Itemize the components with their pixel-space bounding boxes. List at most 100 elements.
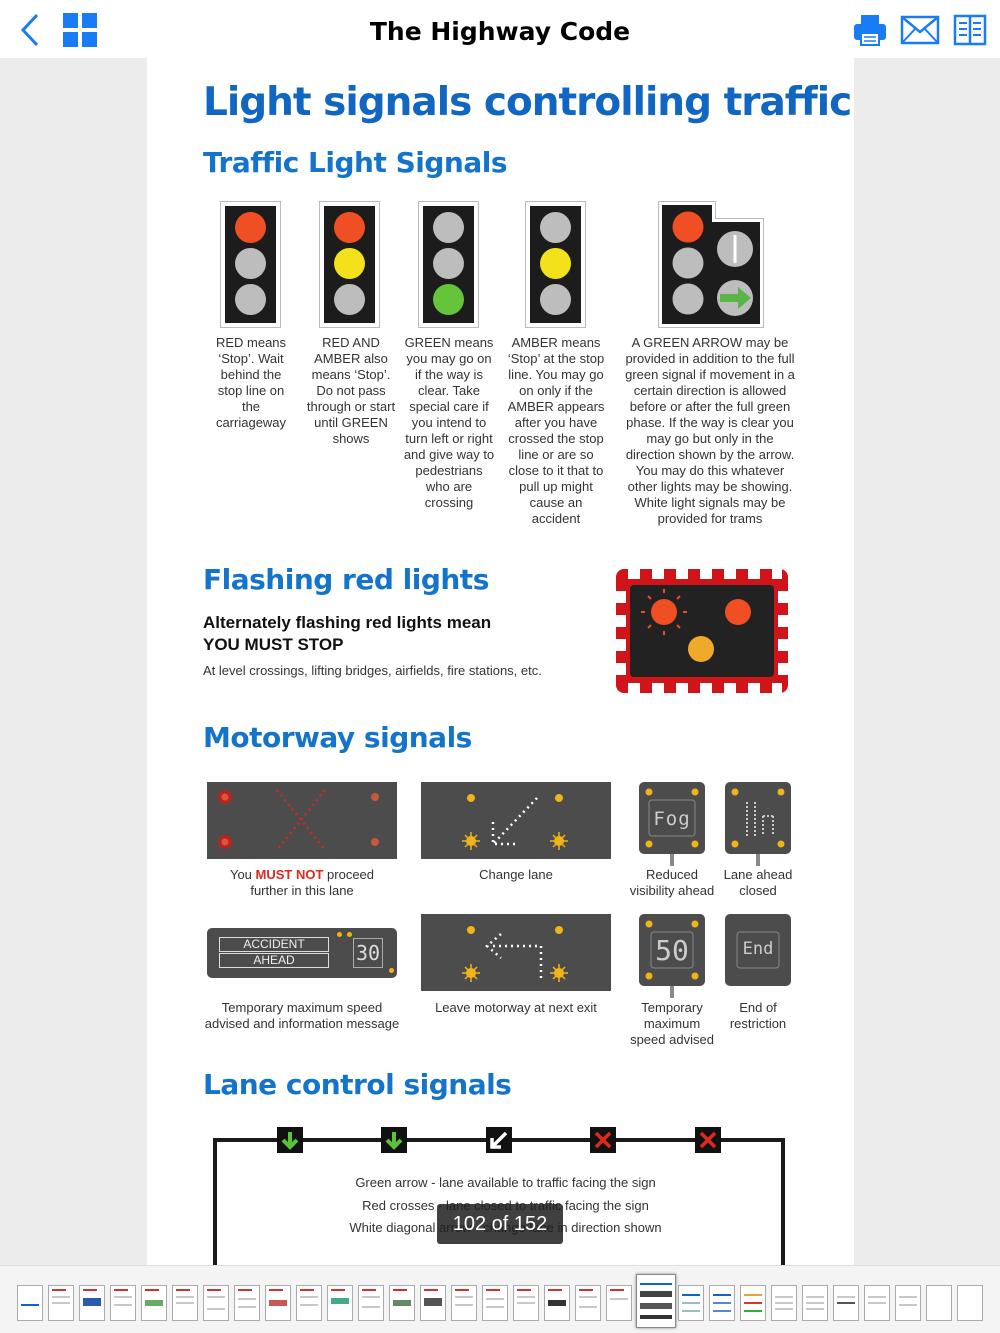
flashing-red-lamp-2: [725, 599, 751, 625]
thumbnail[interactable]: [740, 1285, 766, 1321]
thumbnail[interactable]: [606, 1285, 632, 1321]
thumbnail[interactable]: [957, 1285, 983, 1321]
thumbnail-strip[interactable]: [0, 1265, 1000, 1333]
red-lamp-off: [540, 212, 571, 243]
thumbnail[interactable]: [234, 1285, 260, 1321]
flashing-note: At level crossings, lifting bridges, air…: [203, 663, 542, 678]
green-lamp-off: [334, 284, 365, 315]
thumbnail[interactable]: [451, 1285, 477, 1321]
thumbnail[interactable]: [833, 1285, 859, 1321]
change-lane-caption: Change lane: [479, 867, 553, 882]
thumbnail[interactable]: [709, 1285, 735, 1321]
traffic-light-green-arrow: [658, 201, 764, 328]
caption-green-arrow: A GREEN ARROW may be provided in additio…: [625, 335, 795, 526]
lane-closed-caption: Lane ahead closed: [713, 867, 803, 899]
thumbnail[interactable]: [389, 1285, 415, 1321]
reduced-visibility-line-2: visibility ahead: [629, 883, 715, 898]
red-lamp: [672, 211, 704, 243]
temp-speed-line-1: Temporary: [641, 1000, 703, 1015]
thumbnail[interactable]: [296, 1285, 322, 1321]
thumbnail[interactable]: [771, 1285, 797, 1321]
page-heading: Light signals controlling traffic: [203, 80, 852, 125]
accident-ahead-sign: ACCIDENT AHEAD 30: [207, 928, 397, 978]
motorway-heading: Motorway signals: [203, 721, 472, 754]
traffic-light-red: [220, 201, 281, 328]
flashing-heading: Flashing red lights: [203, 563, 489, 596]
thumbnail-current[interactable]: [636, 1274, 676, 1328]
lane-closed-line-1: Lane ahead: [723, 867, 793, 882]
leave-motorway-sign: [421, 914, 611, 991]
thumbnail[interactable]: [327, 1285, 353, 1321]
flashing-line-2: YOU MUST STOP: [203, 635, 344, 654]
lane-closed-sign: [725, 782, 791, 866]
caption-amber: AMBER means ‘Stop’ at the stop line. You…: [507, 335, 605, 526]
caption-red: RED means ‘Stop’. Wait behind the stop l…: [215, 335, 287, 430]
thumbnail[interactable]: [79, 1285, 105, 1321]
amber-lamp: [540, 248, 571, 279]
green-lamp-off: [540, 284, 571, 315]
speed-30-display: 30: [353, 938, 383, 968]
reading-mode-button[interactable]: [950, 10, 990, 50]
thumbnail[interactable]: [864, 1285, 890, 1321]
thumbnail[interactable]: [926, 1285, 952, 1321]
envelope-icon: [900, 15, 940, 45]
thumbnail[interactable]: [895, 1285, 921, 1321]
green-lamp-off: [672, 283, 704, 315]
thumbnail[interactable]: [420, 1285, 446, 1321]
change-lane-sign: [421, 782, 611, 859]
red-cross-icon-2: [695, 1127, 721, 1153]
grid-icon: [63, 13, 97, 47]
white-diagonal-arrow-icon: [486, 1127, 512, 1153]
thumbnail[interactable]: [110, 1285, 136, 1321]
speed-50-sign: [639, 914, 705, 998]
caption-red-amber: RED AND AMBER also means ‘Stop’. Do not …: [306, 335, 396, 446]
thumbnail[interactable]: [203, 1285, 229, 1321]
thumbnail[interactable]: [172, 1285, 198, 1321]
traffic-light-green: [418, 201, 479, 328]
speed-50-display: 50: [655, 934, 689, 967]
amber-lamp: [334, 248, 365, 279]
temp-speed-line-2: maximum: [643, 1016, 701, 1031]
flashing-line-1: Alternately flashing red lights mean: [203, 613, 492, 632]
lane-control-line-1: Green arrow - lane available to traffic …: [355, 1175, 656, 1190]
thumbnail[interactable]: [544, 1285, 570, 1321]
traffic-light-amber: [525, 201, 586, 328]
thumbnail[interactable]: [265, 1285, 291, 1321]
traffic-light-red-amber: [319, 201, 380, 328]
green-arrow-down-icon-1: [277, 1127, 303, 1153]
flashing-red-sign: [616, 569, 788, 693]
reduced-visibility-line-1: Reduced: [645, 867, 699, 882]
grid-view-button[interactable]: [60, 10, 100, 50]
must-not-caption: You MUST NOT proceed further in this lan…: [207, 867, 397, 899]
thumbnail[interactable]: [575, 1285, 601, 1321]
print-button[interactable]: [850, 10, 890, 50]
fog-sign: [639, 782, 705, 866]
thumbnail[interactable]: [48, 1285, 74, 1321]
document-page[interactable]: Light signals controlling traffic Traffi…: [147, 58, 854, 1265]
end-restriction-caption: End of restriction: [713, 1000, 803, 1032]
green-lamp: [433, 284, 464, 315]
end-restriction-sign: [725, 914, 791, 986]
top-toolbar: The Highway Code: [0, 0, 1000, 58]
thumbnail[interactable]: [678, 1285, 704, 1321]
chevron-left-icon: [20, 13, 39, 47]
thumbnail[interactable]: [141, 1285, 167, 1321]
lane-closed-line-2: closed: [739, 883, 777, 898]
reduced-visibility-caption: Reduced visibility ahead: [622, 867, 722, 899]
email-button[interactable]: [900, 10, 940, 50]
flashing-description: Alternately flashing red lights mean YOU…: [203, 612, 491, 656]
leave-motorway-caption: Leave motorway at next exit: [435, 1000, 597, 1015]
accident-line-2: AHEAD: [219, 953, 329, 968]
thumbnail[interactable]: [358, 1285, 384, 1321]
back-button[interactable]: [10, 10, 50, 50]
must-not-line-2: further in this lane: [250, 883, 354, 898]
must-not-emphasis: MUST NOT: [255, 867, 324, 882]
thumbnail[interactable]: [482, 1285, 508, 1321]
red-lamp: [235, 212, 266, 243]
app-title: The Highway Code: [369, 17, 631, 46]
thumbnail[interactable]: [802, 1285, 828, 1321]
thumbnail[interactable]: [513, 1285, 539, 1321]
printer-icon: [854, 15, 886, 46]
thumbnail[interactable]: [17, 1285, 43, 1321]
flashing-amber-lamp: [688, 636, 714, 662]
